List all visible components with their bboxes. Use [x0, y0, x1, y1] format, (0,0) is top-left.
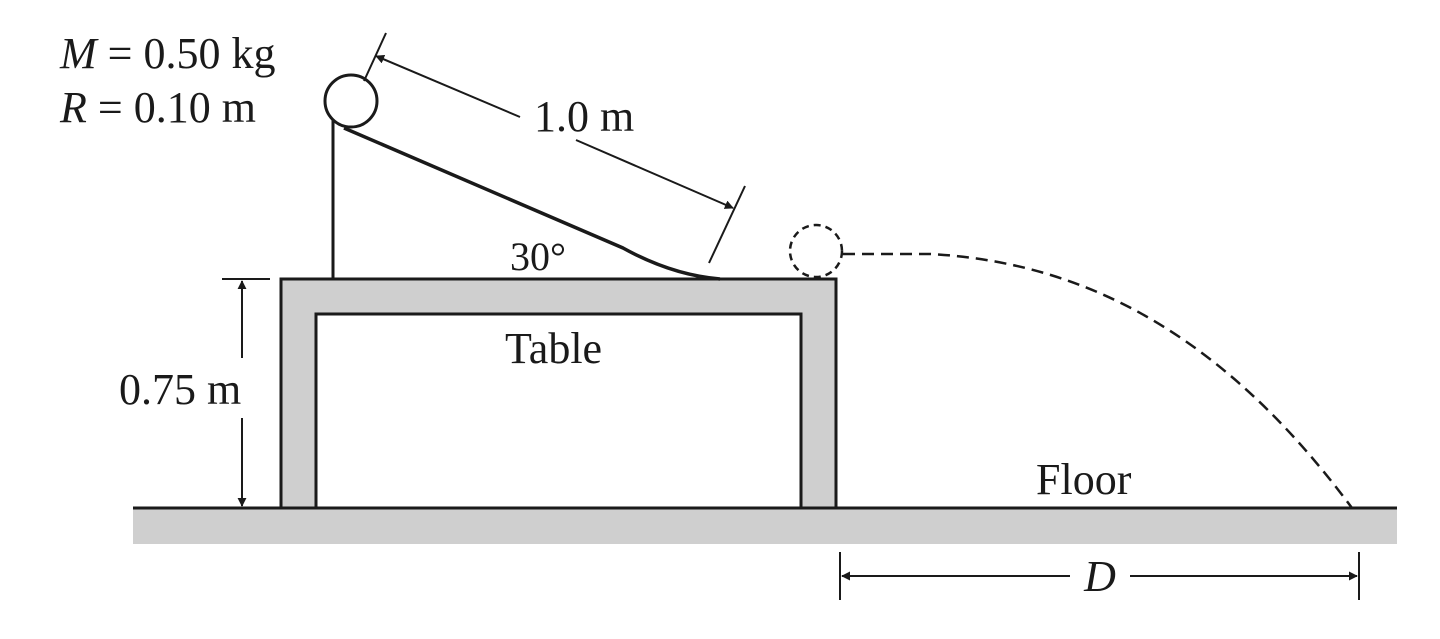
- ramp-dim-tick-bottom: [708, 185, 746, 264]
- ball: [323, 73, 379, 129]
- floor-slab: [133, 508, 1397, 544]
- radius-var: R: [59, 83, 87, 132]
- radius-label: R = 0.10 m: [59, 83, 256, 132]
- ramp-length-label: 1.0 m: [534, 92, 634, 141]
- radius-value: = 0.10 m: [87, 83, 256, 132]
- ball-launch-position: [788, 223, 844, 279]
- ramp-dim-tick-top: [363, 32, 387, 82]
- table-label: Table: [505, 324, 602, 373]
- trajectory: [843, 252, 1354, 509]
- mass-value: = 0.50 kg: [97, 29, 276, 78]
- ramp-incline: [343, 126, 721, 281]
- angle-label: 30°: [510, 234, 566, 279]
- floor-label: Floor: [1036, 455, 1132, 504]
- table: [279, 277, 838, 510]
- height-label: 0.75 m: [119, 365, 241, 414]
- ramp-dim-arrow-upper: [375, 55, 521, 118]
- distance-label: D: [1083, 552, 1116, 601]
- mass-var: M: [59, 29, 99, 78]
- ramp-dim-arrow-lower: [575, 139, 734, 209]
- mass-label: M = 0.50 kg: [59, 29, 275, 78]
